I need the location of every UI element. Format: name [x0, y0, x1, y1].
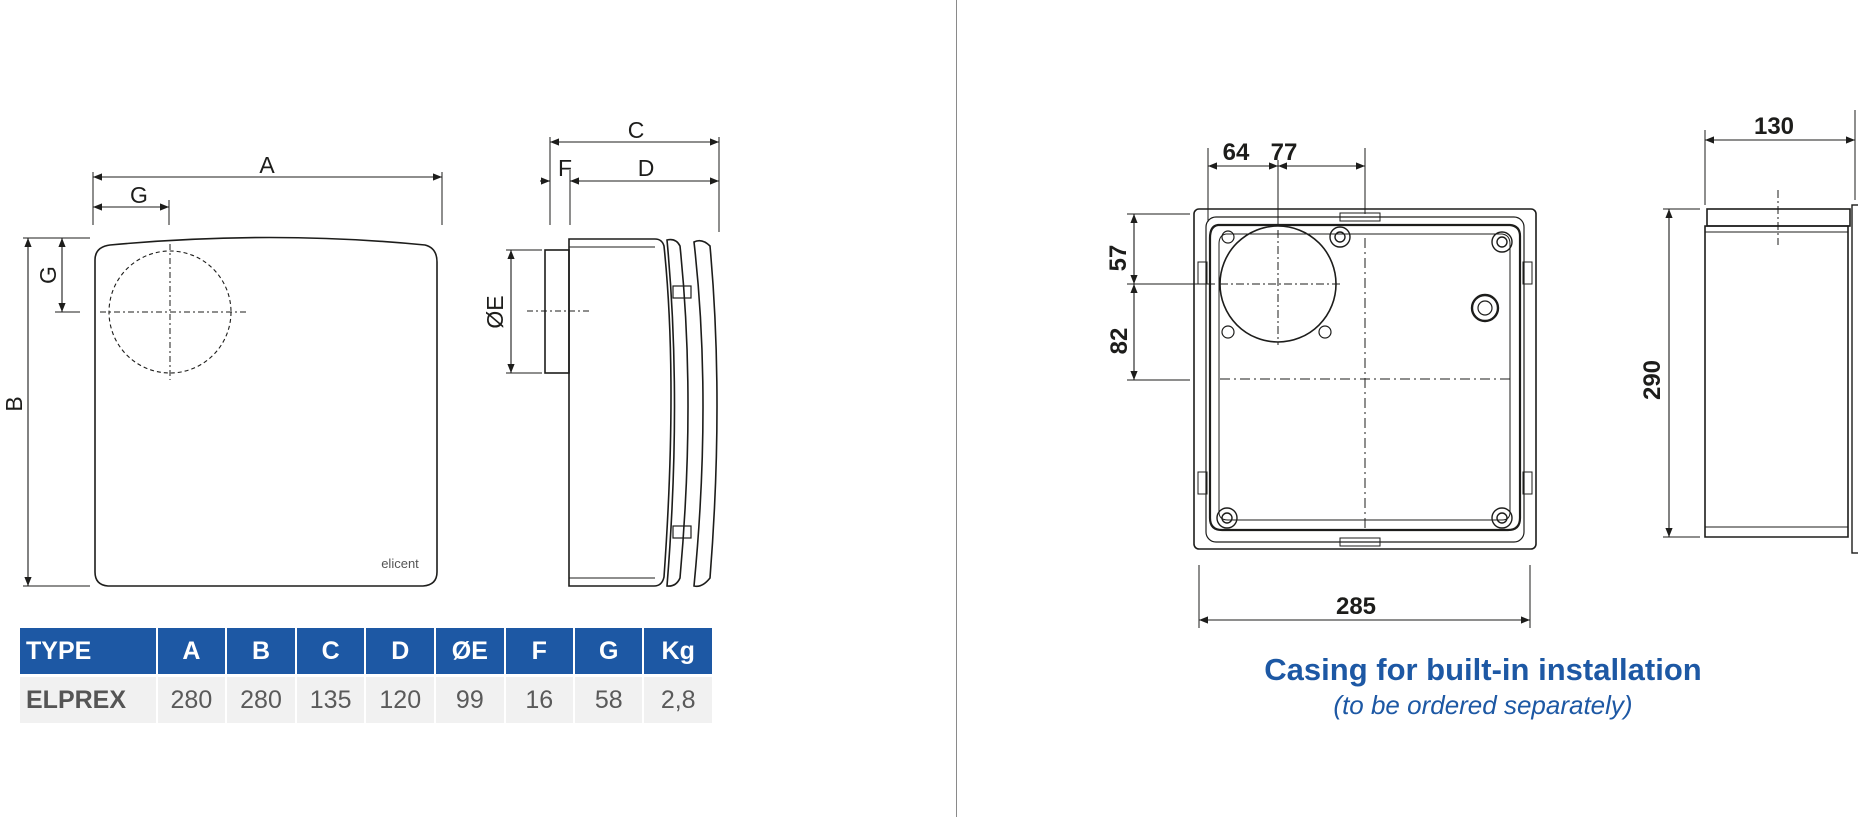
fan-side-view [506, 137, 720, 588]
header-kg: Kg [644, 628, 712, 674]
dim-label-77: 77 [1271, 139, 1298, 166]
dim-label-290: 290 [1639, 360, 1666, 400]
dim-label-c: C [628, 117, 645, 143]
header-a: A [157, 628, 226, 674]
cell-kg: 2,8 [644, 674, 712, 723]
cell-b: 280 [227, 674, 295, 723]
cell-e: 99 [436, 674, 504, 723]
brand-logo: elicent [381, 556, 419, 571]
dim-label-b: B [1, 396, 27, 411]
header-type: TYPE [20, 628, 156, 674]
dim-label-g-horizontal: G [130, 182, 148, 208]
cell-d: 120 [366, 674, 435, 723]
dim-label-57: 57 [1105, 245, 1132, 272]
header-b: B [227, 628, 295, 674]
header-c: C [296, 628, 365, 674]
dim-label-g-vertical: G [35, 266, 61, 284]
cell-type: ELPREX [20, 674, 156, 723]
cell-a: 280 [157, 674, 226, 723]
spec-table-header-row: TYPE A B C D ØE F G Kg [20, 628, 712, 674]
table-row: ELPREX 280 280 135 120 99 16 58 2,8 [20, 674, 712, 723]
dim-label-64: 64 [1223, 139, 1250, 166]
header-e: ØE [436, 628, 504, 674]
dim-label-f: F [558, 155, 572, 181]
header-f: F [505, 628, 574, 674]
fan-front-view [23, 172, 443, 587]
casing-side-view [1663, 110, 1858, 554]
cell-g: 58 [575, 674, 643, 723]
dim-label-a: A [259, 152, 275, 178]
casing-front-view [1127, 148, 1537, 628]
dim-label-285: 285 [1336, 593, 1376, 620]
vertical-divider [956, 0, 957, 817]
cell-f: 16 [505, 674, 574, 723]
dim-label-d: D [638, 155, 655, 181]
dim-label-e: ØE [482, 295, 508, 328]
dim-label-130: 130 [1754, 113, 1794, 140]
header-g: G [575, 628, 643, 674]
dim-label-82: 82 [1106, 328, 1133, 355]
header-d: D [366, 628, 435, 674]
spec-table: TYPE A B C D ØE F G Kg ELPREX 280 280 13… [18, 628, 714, 723]
casing-subtitle: (to be ordered separately) [1333, 690, 1633, 720]
cell-c: 135 [296, 674, 365, 723]
casing-title: Casing for built-in installation [1264, 652, 1702, 687]
